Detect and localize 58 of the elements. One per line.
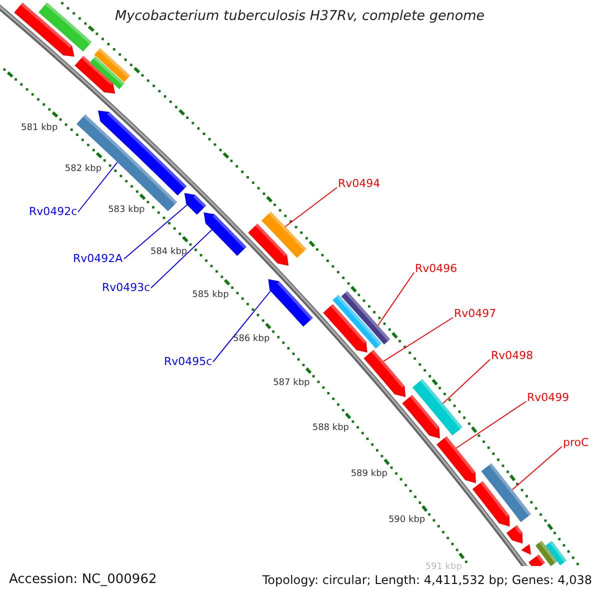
gene-segment [332, 294, 382, 349]
footer-text: Topology: circular; Length: 4,411,532 bp; Genes: 4,038 [262, 574, 592, 588]
tick-label: 588 kbp [312, 422, 350, 434]
tick-label: 584 kbp [150, 247, 188, 258]
leader-line [78, 162, 118, 212]
tick-label: 591 kbp [425, 562, 462, 572]
gene-segment [38, 2, 92, 52]
gene-feature [323, 304, 368, 353]
gene-label: proC [563, 436, 589, 450]
gene-feature [436, 436, 476, 484]
leader-line [456, 401, 526, 449]
leader-line [212, 290, 271, 362]
gene-label: Rv0494 [338, 178, 380, 190]
tick-label: 590 kbp [388, 515, 426, 526]
gene-feature [74, 56, 116, 94]
gene-label: Rv0496 [415, 262, 458, 276]
leader-line [124, 204, 188, 260]
tick-label: 582 kbp [64, 164, 102, 174]
leader-line [512, 446, 562, 490]
gene-label: Rv0492c [29, 206, 78, 218]
tick-label: 581 kbp [21, 123, 58, 134]
gene-feature [472, 481, 510, 527]
gene-segment [481, 463, 532, 522]
gene-segment [528, 554, 546, 566]
footer-text: Accession: NC_000962 [9, 573, 157, 588]
gene-feature [184, 193, 206, 215]
gene-feature [506, 525, 523, 544]
gene-label: Rv0499 [527, 392, 570, 404]
gene-label: Rv0495c [164, 356, 212, 368]
tick-label: 589 kbp [350, 468, 388, 479]
gene-feature [402, 394, 440, 438]
gene-feature [521, 544, 532, 555]
gene-segment [261, 212, 306, 258]
tick-label: 585 kbp [192, 290, 229, 300]
leader-line [442, 359, 490, 404]
gene-label: Rv0498 [491, 350, 534, 362]
gene-label: Rv0493c [102, 282, 150, 294]
leader-line [150, 229, 212, 288]
tick-label: 586 kbp [232, 334, 270, 344]
gene-segment [94, 48, 130, 82]
leader-line [383, 317, 454, 362]
gene-feature [364, 350, 406, 398]
gene-feature [14, 2, 74, 57]
gene-segment [546, 540, 567, 566]
gene-feature [268, 279, 313, 327]
gene-segment [341, 290, 390, 345]
gene-feature [204, 212, 247, 256]
tick-label: 583 kbp [108, 205, 145, 216]
gene-segment [535, 540, 558, 566]
title: Mycobacterium tuberculosis H37Rv, complete genome [115, 9, 485, 25]
gene-label: Rv0497 [454, 308, 496, 320]
gene-feature [248, 224, 289, 266]
tick-label: 587 kbp [273, 378, 310, 388]
leader-line [284, 187, 338, 228]
leader-line [377, 272, 414, 326]
gene-segment [412, 378, 462, 436]
gene-label: Rv0492A [73, 252, 123, 266]
gene-segment [90, 56, 125, 90]
